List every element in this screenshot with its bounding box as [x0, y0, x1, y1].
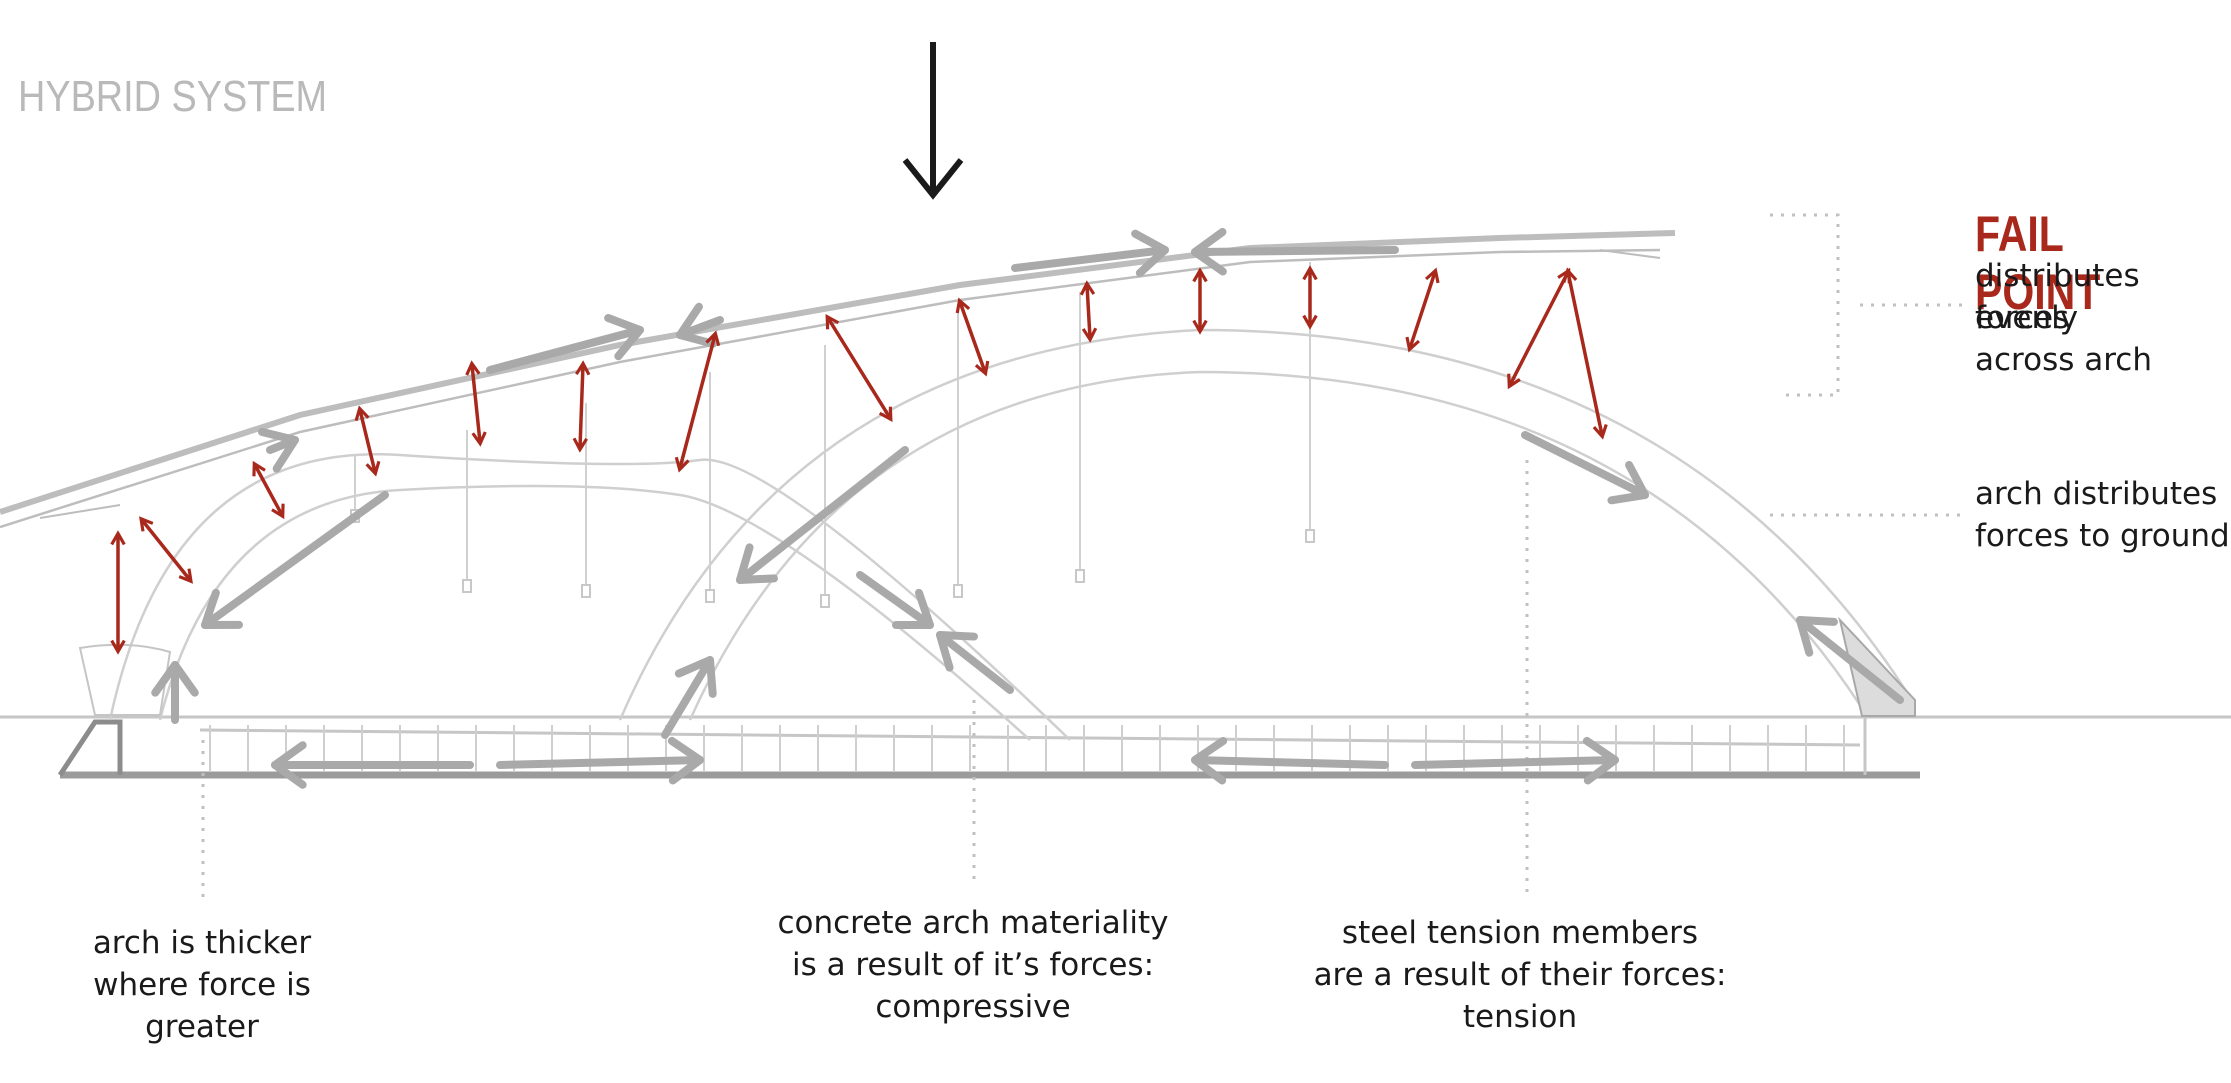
concrete-note-line-3: compressive: [713, 986, 1233, 1028]
tension-force-arrows: [118, 270, 1602, 650]
tension-arrow: [1410, 272, 1435, 348]
hanger-weight: [821, 595, 829, 607]
tension-hangers: [351, 262, 1314, 607]
compression-arrow: [205, 495, 385, 625]
tension-arrow: [1568, 272, 1602, 435]
compression-arrow-shaft: [740, 450, 905, 580]
compression-arrow-shaft: [1195, 250, 1395, 252]
hanger-weight: [463, 580, 471, 592]
compression-arrow: [1525, 435, 1645, 500]
steel-note-line-3: tension: [1260, 996, 1780, 1038]
thick-arch-note-line-1: arch is thicker: [0, 922, 462, 964]
load-arrow: [905, 42, 961, 195]
steel-note-line-1: steel tension members: [1260, 912, 1780, 954]
tension-arrow: [960, 302, 985, 372]
compression-force-arrows: [155, 232, 1900, 785]
fail-point-line-2: evenly: [1975, 297, 2078, 339]
fail-point-line-3: across arch: [1975, 339, 2152, 381]
tension-arrow: [1510, 272, 1568, 385]
diagram-title: HYBRID SYSTEM: [18, 72, 327, 122]
hanger-weight: [582, 585, 590, 597]
tension-arrow: [580, 365, 583, 448]
compression-arrow-shaft: [1195, 760, 1385, 765]
concrete-note-line-2: is a result of it’s forces:: [713, 944, 1233, 986]
hanger-weight: [706, 590, 714, 602]
compression-arrow: [275, 745, 470, 785]
concrete-note-line-1: concrete arch materiality: [713, 902, 1233, 944]
thick-arch-note-line-3: greater: [0, 1006, 462, 1048]
tension-arrow: [828, 318, 890, 418]
compression-arrow: [860, 575, 930, 625]
compression-arrow-shaft: [205, 495, 385, 625]
tension-arrow: [1087, 285, 1090, 338]
compression-arrow-shaft: [490, 330, 640, 370]
ground-abutment: [80, 620, 1915, 716]
hanger-weight: [954, 585, 962, 597]
hanger-weight: [1076, 570, 1084, 582]
compression-arrow: [940, 635, 1010, 690]
arch-note-line-2: forces to ground: [1975, 515, 2230, 557]
hanger-weight: [1306, 530, 1314, 542]
thick-arch-note-line-2: where force is: [0, 964, 462, 1006]
compression-arrow-shaft: [500, 760, 700, 765]
compression-arrow: [665, 660, 713, 735]
steel-note-line-2: are a result of their forces:: [1260, 954, 1780, 996]
compression-arrow: [740, 450, 905, 580]
tension-arrow: [360, 410, 375, 472]
compression-arrow-shaft: [1415, 760, 1615, 765]
arch-note-line-1: arch distributes: [1975, 473, 2217, 515]
roof-beam: [0, 233, 1675, 527]
compression-arrow: [262, 432, 295, 469]
